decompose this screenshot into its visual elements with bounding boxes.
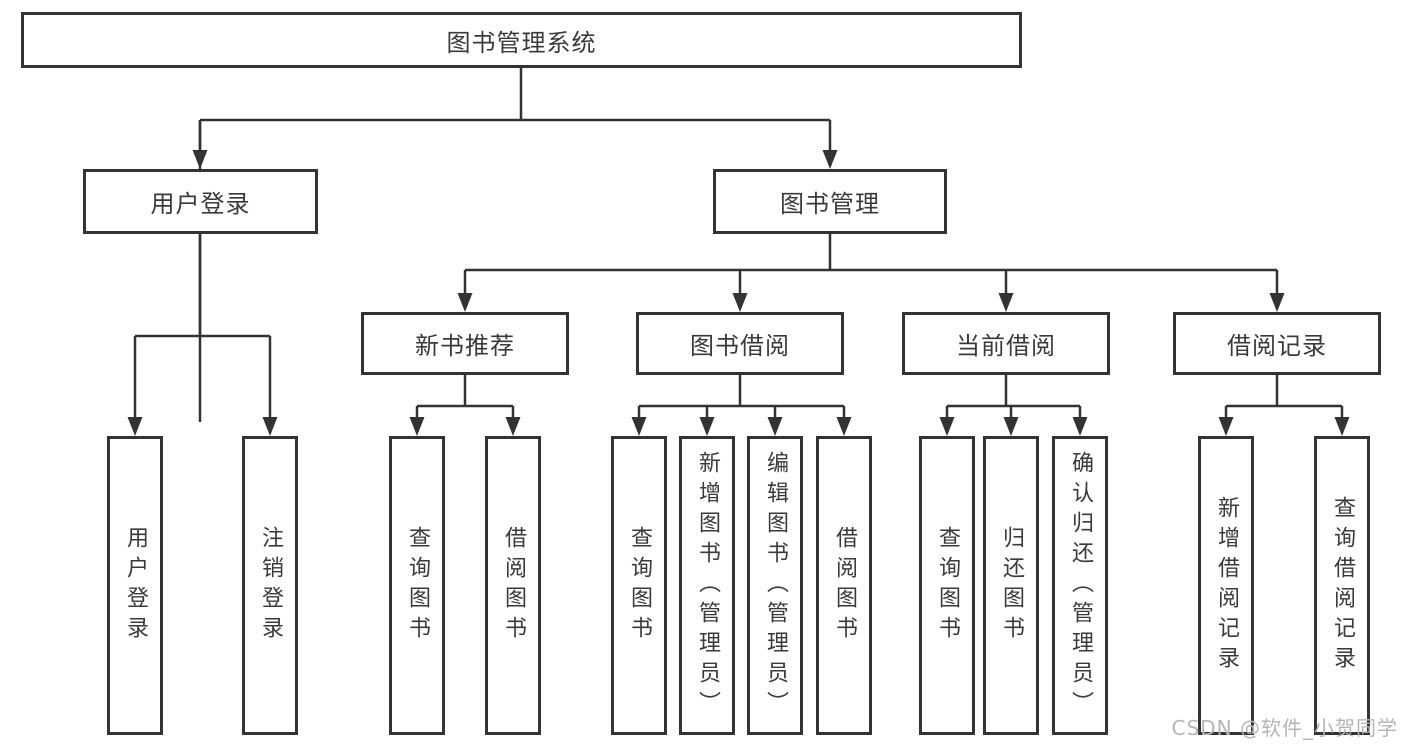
leaf-edit-book-admin: 编辑图书（管理员） bbox=[747, 436, 803, 735]
arrowhead bbox=[767, 417, 783, 436]
arrowhead bbox=[939, 417, 955, 436]
node-label: 图书管理系统 bbox=[446, 28, 597, 57]
leaf-label: 查询图书 bbox=[627, 525, 652, 646]
node-user-login: 用户登录 bbox=[83, 169, 318, 234]
connector-lines bbox=[133, 68, 1344, 422]
arrowhead bbox=[1003, 417, 1019, 436]
leaf-label: 用户登录 bbox=[123, 525, 148, 646]
leaf-label: 确认归还（管理员） bbox=[1068, 450, 1093, 721]
node-label: 图书管理 bbox=[780, 190, 880, 218]
node-current-borrowing: 当前借阅 bbox=[902, 312, 1110, 375]
leaf-label: 注销登录 bbox=[258, 525, 283, 646]
leaf-label: 归还图书 bbox=[999, 525, 1024, 646]
leaf-return-book: 归还图书 bbox=[983, 436, 1039, 735]
arrowhead bbox=[457, 293, 473, 312]
leaf-label: 查询借阅记录 bbox=[1330, 495, 1355, 676]
arrowhead bbox=[998, 293, 1014, 312]
leaf-label: 新增图书（管理员） bbox=[695, 450, 720, 721]
leaf-logout-login: 注销登录 bbox=[242, 436, 298, 735]
arrowhead bbox=[505, 417, 521, 436]
node-label: 新书推荐 bbox=[415, 332, 515, 360]
leaf-query-books-current: 查询图书 bbox=[919, 436, 975, 735]
edge-borrowing-to-leaves bbox=[637, 375, 846, 422]
leaf-borrow-books-borrowing: 借阅图书 bbox=[816, 436, 872, 735]
edge-records-to-leaves bbox=[1224, 375, 1344, 422]
arrowhead bbox=[1334, 417, 1350, 436]
arrowhead bbox=[836, 417, 852, 436]
node-book-management: 图书管理 bbox=[713, 169, 947, 234]
leaf-label: 查询图书 bbox=[935, 525, 960, 646]
edge-current-to-leaves bbox=[945, 375, 1082, 422]
arrowhead bbox=[409, 417, 425, 436]
arrowhead bbox=[699, 417, 715, 436]
arrowhead bbox=[732, 293, 748, 312]
leaf-borrow-books-recommend: 借阅图书 bbox=[485, 436, 541, 735]
edge-newbook-to-leaves bbox=[415, 375, 515, 422]
node-borrow-records: 借阅记录 bbox=[1173, 312, 1381, 375]
edge-userlogin-to-leaves bbox=[133, 234, 272, 422]
edge-bookmgmt-to-level3 bbox=[463, 234, 1279, 298]
arrowhead bbox=[822, 150, 838, 169]
leaf-label: 编辑图书（管理员） bbox=[763, 450, 788, 721]
leaf-label: 借阅图书 bbox=[832, 525, 857, 646]
node-library-management-system: 图书管理系统 bbox=[21, 12, 1022, 68]
leaf-label: 借阅图书 bbox=[501, 525, 526, 646]
arrowhead bbox=[1218, 417, 1234, 436]
arrowhead bbox=[127, 417, 143, 436]
arrowhead bbox=[1072, 417, 1088, 436]
leaf-query-books-recommend: 查询图书 bbox=[389, 436, 445, 735]
leaf-query-books-borrowing: 查询图书 bbox=[611, 436, 667, 735]
edge-root-to-level2 bbox=[198, 68, 832, 422]
arrowhead bbox=[1269, 293, 1285, 312]
arrowhead bbox=[192, 150, 208, 169]
node-label: 用户登录 bbox=[150, 190, 251, 218]
leaf-add-book-admin: 新增图书（管理员） bbox=[679, 436, 735, 735]
arrowhead bbox=[262, 417, 278, 436]
leaf-label: 新增借阅记录 bbox=[1214, 495, 1239, 676]
node-label: 当前借阅 bbox=[956, 332, 1056, 360]
node-label: 借阅记录 bbox=[1227, 332, 1327, 360]
leaf-query-borrow-record: 查询借阅记录 bbox=[1314, 436, 1370, 735]
csdn-watermark: CSDN @软件_小贺同学 bbox=[1171, 716, 1398, 740]
leaf-confirm-return-admin: 确认归还（管理员） bbox=[1052, 436, 1108, 735]
leaf-label: 查询图书 bbox=[405, 525, 430, 646]
node-label: 图书借阅 bbox=[690, 332, 790, 360]
node-new-book-recommend: 新书推荐 bbox=[361, 312, 569, 375]
node-book-borrowing: 图书借阅 bbox=[636, 312, 844, 375]
leaf-add-borrow-record: 新增借阅记录 bbox=[1198, 436, 1254, 735]
arrowheads bbox=[127, 150, 1350, 436]
arrowhead bbox=[631, 417, 647, 436]
leaf-user-login: 用户登录 bbox=[107, 436, 163, 735]
